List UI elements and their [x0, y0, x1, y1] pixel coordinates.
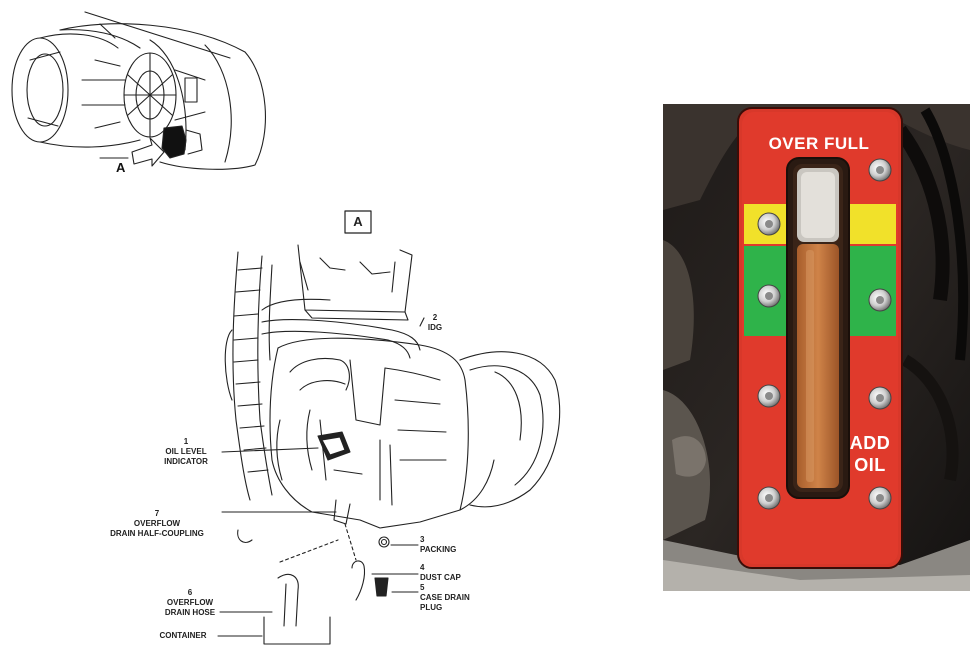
- technical-diagram: A: [11, 11, 561, 645]
- label-idg: 2 IDG: [420, 313, 450, 333]
- label-packing-text: PACKING: [420, 545, 457, 554]
- label-dust-cap-number: 4: [420, 563, 425, 572]
- label-case-drain-number: 5: [420, 583, 425, 592]
- label-packing: 3 PACKING: [420, 535, 456, 555]
- idg-drawing: [217, 244, 561, 645]
- label-case-drain-line2: PLUG: [420, 603, 443, 612]
- label-overflow-hose-line2: DRAIN HOSE: [164, 608, 216, 617]
- add-oil-label-line2: OIL: [854, 455, 886, 475]
- label-overflow-coupling-line2: DRAIN HALF-COUPLING: [110, 529, 204, 538]
- add-oil-label-line1: ADD: [849, 433, 891, 453]
- label-overflow-hose-number: 6: [187, 588, 193, 597]
- label-container: CONTAINER: [159, 631, 207, 640]
- label-oil-level-indicator: 1 OIL LEVEL INDICATOR: [150, 437, 222, 467]
- view-label-a-inset: A: [116, 160, 126, 175]
- label-idg-text: IDG: [427, 323, 443, 332]
- label-oil-level-line1: OIL LEVEL: [165, 447, 207, 456]
- label-overflow-coupling-line1: OVERFLOW: [133, 519, 181, 528]
- label-overflow-coupling-number: 7: [154, 509, 160, 518]
- label-oil-level-number: 1: [183, 437, 189, 446]
- label-oil-level-line2: INDICATOR: [164, 457, 208, 466]
- label-case-drain-plug: 5 CASE DRAIN PLUG: [420, 583, 470, 613]
- label-dust-cap-text: DUST CAP: [420, 573, 461, 582]
- label-idg-number: 2: [432, 313, 438, 322]
- label-overflow-hose: 6 OVERFLOW DRAIN HOSE: [160, 588, 220, 618]
- over-full-label: OVER FULL: [768, 134, 870, 153]
- label-dust-cap: 4 DUST CAP: [420, 563, 461, 583]
- label-case-drain-line1: CASE DRAIN: [420, 593, 470, 602]
- label-packing-number: 3: [420, 535, 425, 544]
- view-label-a-detail: A: [353, 214, 363, 229]
- engine-nacelle-inset: [11, 11, 267, 170]
- label-overflow-coupling: 7 OVERFLOW DRAIN HALF-COUPLING: [92, 509, 222, 539]
- label-overflow-hose-line1: OVERFLOW: [166, 598, 214, 607]
